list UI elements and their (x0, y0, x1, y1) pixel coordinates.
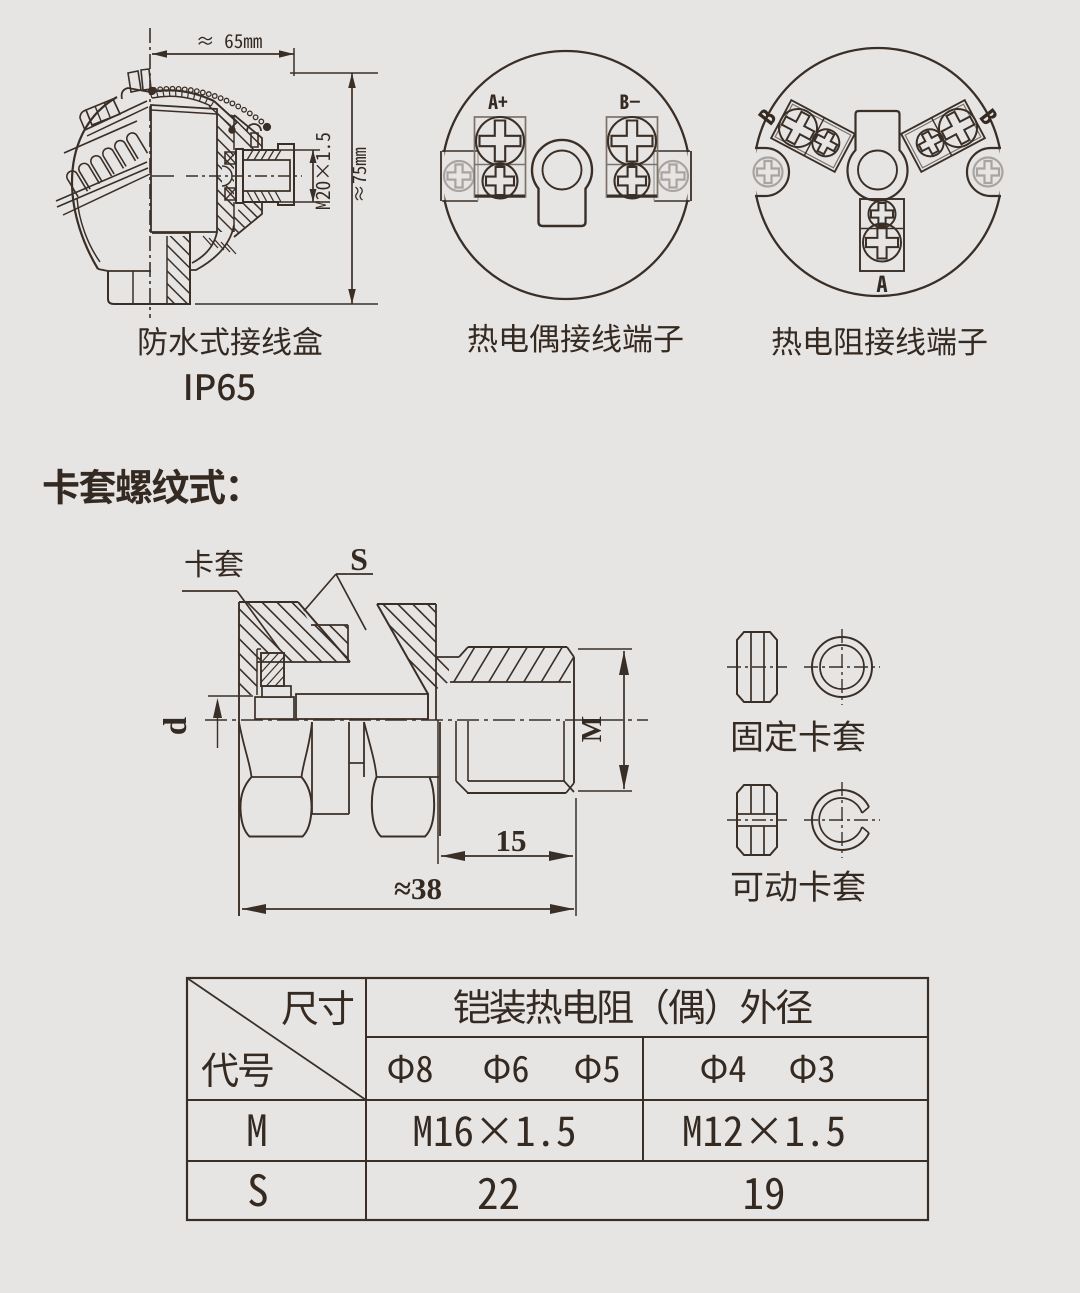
svg-text:d: d (158, 717, 194, 735)
svg-text:≈38: ≈38 (394, 871, 442, 906)
svg-text:15: 15 (496, 823, 527, 858)
svg-text:S: S (350, 541, 368, 577)
svg-text:M: M (577, 716, 608, 742)
